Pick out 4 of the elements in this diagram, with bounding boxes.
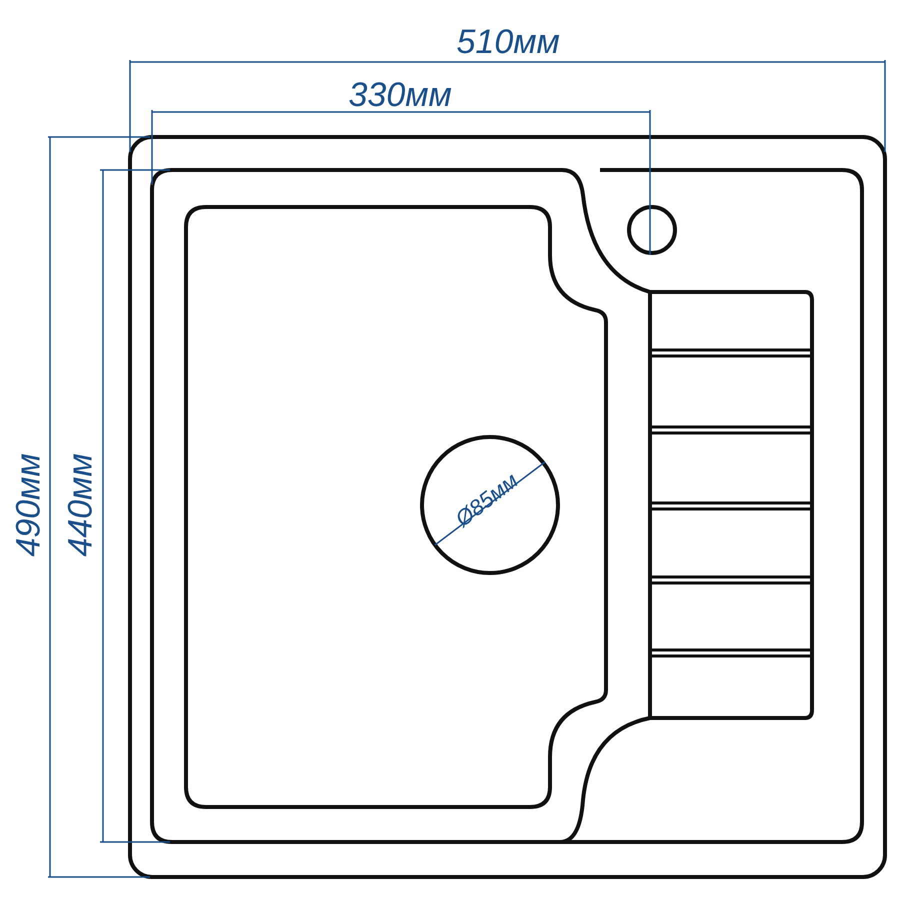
dimension-label: 510мм bbox=[456, 25, 560, 59]
dimension-label: 490мм bbox=[11, 453, 46, 557]
dimension-label: 330мм bbox=[348, 78, 452, 112]
dimension-label: 440мм bbox=[63, 453, 98, 557]
